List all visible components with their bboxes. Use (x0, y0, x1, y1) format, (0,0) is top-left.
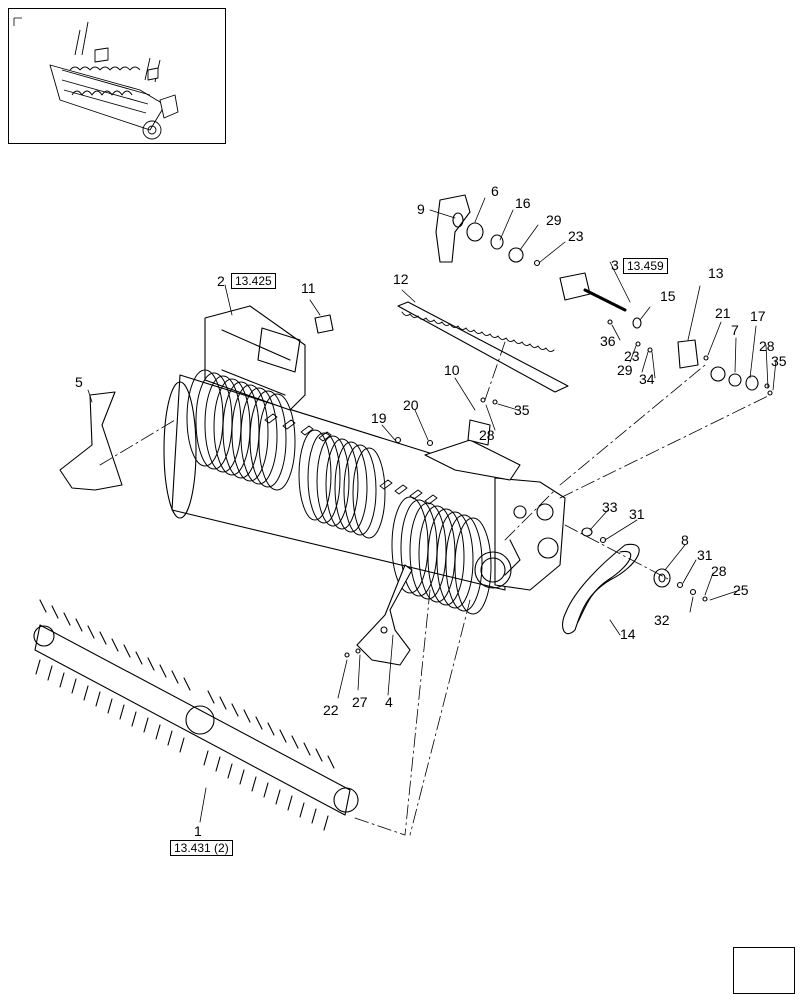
scraper-strip (397, 301, 569, 393)
callout-29-a: 29 (546, 212, 562, 228)
callout-1: 1 (194, 823, 202, 839)
callout-35-b: 35 (771, 353, 787, 369)
callout-35-a: 35 (514, 402, 530, 418)
belt-and-pulley (562, 527, 708, 635)
rotor-flights-left (186, 369, 296, 491)
fastener-28 (480, 397, 486, 403)
reference-box-part-3[interactable]: 13.459 (623, 258, 668, 274)
rotor-housing (163, 305, 566, 591)
guide-part-5 (59, 391, 123, 491)
assembly-axis-lines (99, 341, 771, 836)
callout-17: 17 (750, 308, 766, 324)
callout-4: 4 (385, 694, 393, 710)
callout-22: 22 (323, 702, 339, 718)
fastener-35 (492, 399, 498, 405)
callout-13: 13 (708, 265, 724, 281)
rotor-tine-bar (33, 599, 359, 831)
callout-31-b: 31 (697, 547, 713, 563)
callout-9: 9 (417, 201, 425, 217)
fastener-22 (344, 652, 350, 658)
callout-34: 34 (639, 371, 655, 387)
knife-slots (264, 413, 438, 505)
callout-3: 3 (611, 257, 619, 273)
callout-21: 21 (715, 305, 731, 321)
fastener-20 (426, 439, 434, 447)
part-11 (314, 314, 334, 334)
callout-36: 36 (600, 333, 616, 349)
callout-28-c: 28 (711, 563, 727, 579)
callout-12: 12 (393, 271, 409, 287)
callout-10: 10 (444, 362, 460, 378)
callout-20: 20 (403, 397, 419, 413)
fastener-27 (355, 648, 361, 654)
previous-page-button[interactable] (733, 947, 795, 994)
callout-27: 27 (352, 694, 368, 710)
callout-2: 2 (217, 273, 225, 289)
callout-14: 14 (620, 626, 636, 642)
callout-32: 32 (654, 612, 670, 628)
callout-6: 6 (491, 183, 499, 199)
fastener-19 (394, 436, 402, 444)
callout-23-b: 23 (624, 348, 640, 364)
callout-29-b: 29 (617, 362, 633, 378)
callout-23-a: 23 (568, 228, 584, 244)
callout-28-a: 28 (479, 427, 495, 443)
callout-8: 8 (681, 532, 689, 548)
shaft-assembly (435, 194, 773, 396)
machine-overview-thumbnail (8, 8, 226, 144)
cover-part-10 (467, 419, 491, 446)
rotor-flights-middle (298, 429, 386, 539)
reference-box-part-1[interactable]: 13.431 (2) (170, 840, 233, 856)
callout-25: 25 (733, 582, 749, 598)
callout-11: 11 (301, 280, 316, 296)
leader-lines (87, 197, 777, 823)
machine-overview-icon (13, 17, 179, 140)
reference-box-part-2[interactable]: 13.425 (231, 273, 276, 289)
callout-15: 15 (660, 288, 676, 304)
callout-16: 16 (515, 195, 531, 211)
callout-28-b: 28 (759, 338, 775, 354)
mount-bracket (424, 439, 521, 481)
callout-19: 19 (371, 410, 387, 426)
callout-31-a: 31 (629, 506, 645, 522)
guide-part-4 (356, 564, 413, 666)
callout-33: 33 (602, 499, 618, 515)
callout-7: 7 (731, 322, 739, 338)
callout-5: 5 (75, 374, 83, 390)
rotor-flights-right (391, 496, 492, 615)
